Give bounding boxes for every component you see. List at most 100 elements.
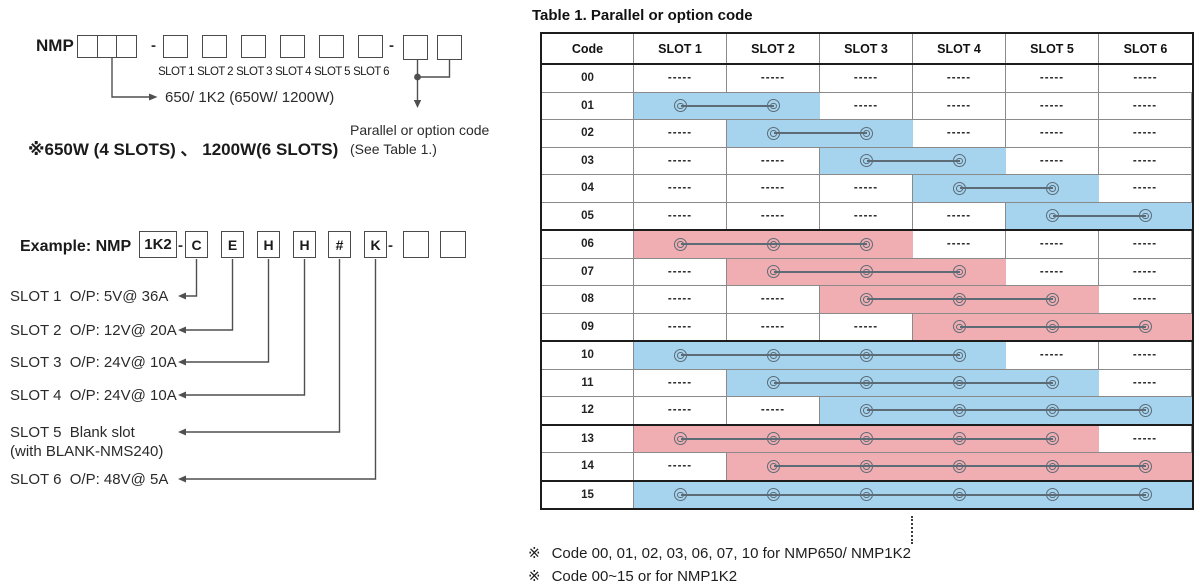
parallel-circle-slot-2 [767,432,780,446]
left-arrowhead [178,326,186,334]
column-header-slot-2: SLOT 2 [727,34,820,63]
code-cell: 01 [542,92,634,119]
parallel-circle-slot-6 [1139,488,1152,502]
slot-cell-1: ----- [634,120,727,147]
slot-cell-2: ----- [727,65,820,92]
example-option-box-2 [440,231,466,258]
parallel-circle-slot-4 [953,348,966,362]
option-code-box-1 [403,35,428,60]
model-series-box [77,35,137,58]
parallel-circle-slot-5 [1046,459,1059,473]
hyphen-separator: - [151,37,156,54]
band-connector-line [680,493,1146,496]
slot-cell-1: ----- [634,258,727,285]
parallel-note-line2: (See Table 1.) [350,141,437,157]
table-row-code-13: 13----- [542,425,1192,453]
example-slot-code-box-5: # [328,231,351,258]
slot-code-box-1 [163,35,188,58]
band-connector-line [680,104,774,107]
parallel-circle-slot-6 [1139,459,1152,473]
parallel-circle-slot-5 [1046,432,1059,446]
slot-box-label-3: SLOT 3 [236,66,272,78]
example-line-slot2 [186,259,234,331]
slot-description-2: SLOT 2 O/P: 12V@ 20A [10,322,177,339]
example-line-slot3 [186,259,270,363]
example-line-slot4 [186,259,306,396]
slot-cell-4: ----- [913,65,1006,92]
parallel-band [634,481,1192,508]
example-label: Example: NMP [20,238,132,255]
example-slot-code-box-1: C [185,231,208,258]
table-row-code-00: 00------------------------------ [542,65,1192,93]
parallel-circle-slot-4 [953,154,966,168]
slot-cell-4: ----- [913,92,1006,119]
slot-cell-6: ----- [1133,72,1158,85]
table-row-code-02: 02-------------------- [542,120,1192,148]
code-cell: 08 [542,286,634,313]
slot-cell-6: ----- [1099,342,1192,369]
parallel-circle-slot-3 [860,237,873,251]
parallel-circle-slot-2 [767,237,780,251]
down-arrowhead [413,100,422,108]
parallel-band [634,342,1006,369]
code-cell: 12 [542,397,634,424]
parallel-circle-slot-1 [674,348,687,362]
parallel-circle-slot-1 [674,488,687,502]
slot-cell-1: ----- [634,453,727,480]
parallel-circle-slot-4 [953,432,966,446]
slot-cell-5: ----- [1006,147,1099,174]
slot-box-label-6: SLOT 6 [353,66,389,78]
slot-cell-1: ----- [634,313,727,340]
slot-cell-2: ----- [727,175,820,202]
slot-cell-2: ----- [727,147,820,174]
slot-description-1: SLOT 1 O/P: 5V@ 36A [10,288,169,305]
code-cell: 06 [542,231,634,258]
slot-cell-4: ----- [913,231,1006,258]
junction-dot [414,73,421,81]
parallel-circle-slot-6 [1139,320,1152,334]
wattage-note: ※650W (4 SLOTS) 、 1200W(6 SLOTS) [28,140,339,159]
slot-cell-6: ----- [1099,175,1192,202]
example-slot-code-box-3: H [257,231,280,258]
column-header-slot-5: SLOT 5 [1006,34,1099,63]
note-text: Code 00~15 or for NMP1K2 [551,568,738,585]
parallel-circle-slot-3 [860,376,873,390]
parallel-circle-slot-3 [860,154,873,168]
slot-cell-6: ----- [1099,120,1192,147]
code-cell: 02 [542,120,634,147]
slot-cell-3: ----- [820,313,913,340]
code-cell: 11 [542,369,634,396]
slot-description-3: SLOT 3 O/P: 24V@ 10A [10,354,177,371]
note-marker: ※ [528,545,541,562]
hyphen-separator: - [388,237,393,254]
column-header-slot-3: SLOT 3 [820,34,913,63]
slot-cell-3: ----- [820,202,913,229]
parallel-circle-slot-1 [674,99,687,113]
parallel-circle-slot-3 [860,292,873,306]
slot-cell-1: ----- [634,369,727,396]
slot-cell-1: ----- [634,175,727,202]
parallel-circle-slot-3 [860,432,873,446]
connector-lines [111,58,451,483]
example-slot-code-box-6: K [364,231,387,258]
parallel-circle-slot-5 [1046,292,1059,306]
slot-cell-1: ----- [634,397,727,424]
parallel-circle-slot-4 [953,292,966,306]
parallel-circle-slot-2 [767,459,780,473]
parallel-circle-slot-5 [1046,320,1059,334]
slot-cell-3: ----- [820,175,913,202]
parallel-circle-slot-2 [767,348,780,362]
code-cell: 05 [542,202,634,229]
parallel-circle-slot-5 [1046,376,1059,390]
slot-box-label-2: SLOT 2 [197,66,233,78]
slot-cell-1: ----- [634,147,727,174]
parallel-circle-slot-2 [767,488,780,502]
parallel-circle-slot-5 [1046,181,1059,195]
slot-cell-5: ----- [1006,65,1099,92]
table-note-1: ※Code 00, 01, 02, 03, 06, 07, 10 for NMP… [528,544,911,562]
code-cell: 09 [542,313,634,340]
parallel-circle-slot-5 [1046,209,1059,223]
table-title: Table 1. Parallel or option code [532,7,753,24]
